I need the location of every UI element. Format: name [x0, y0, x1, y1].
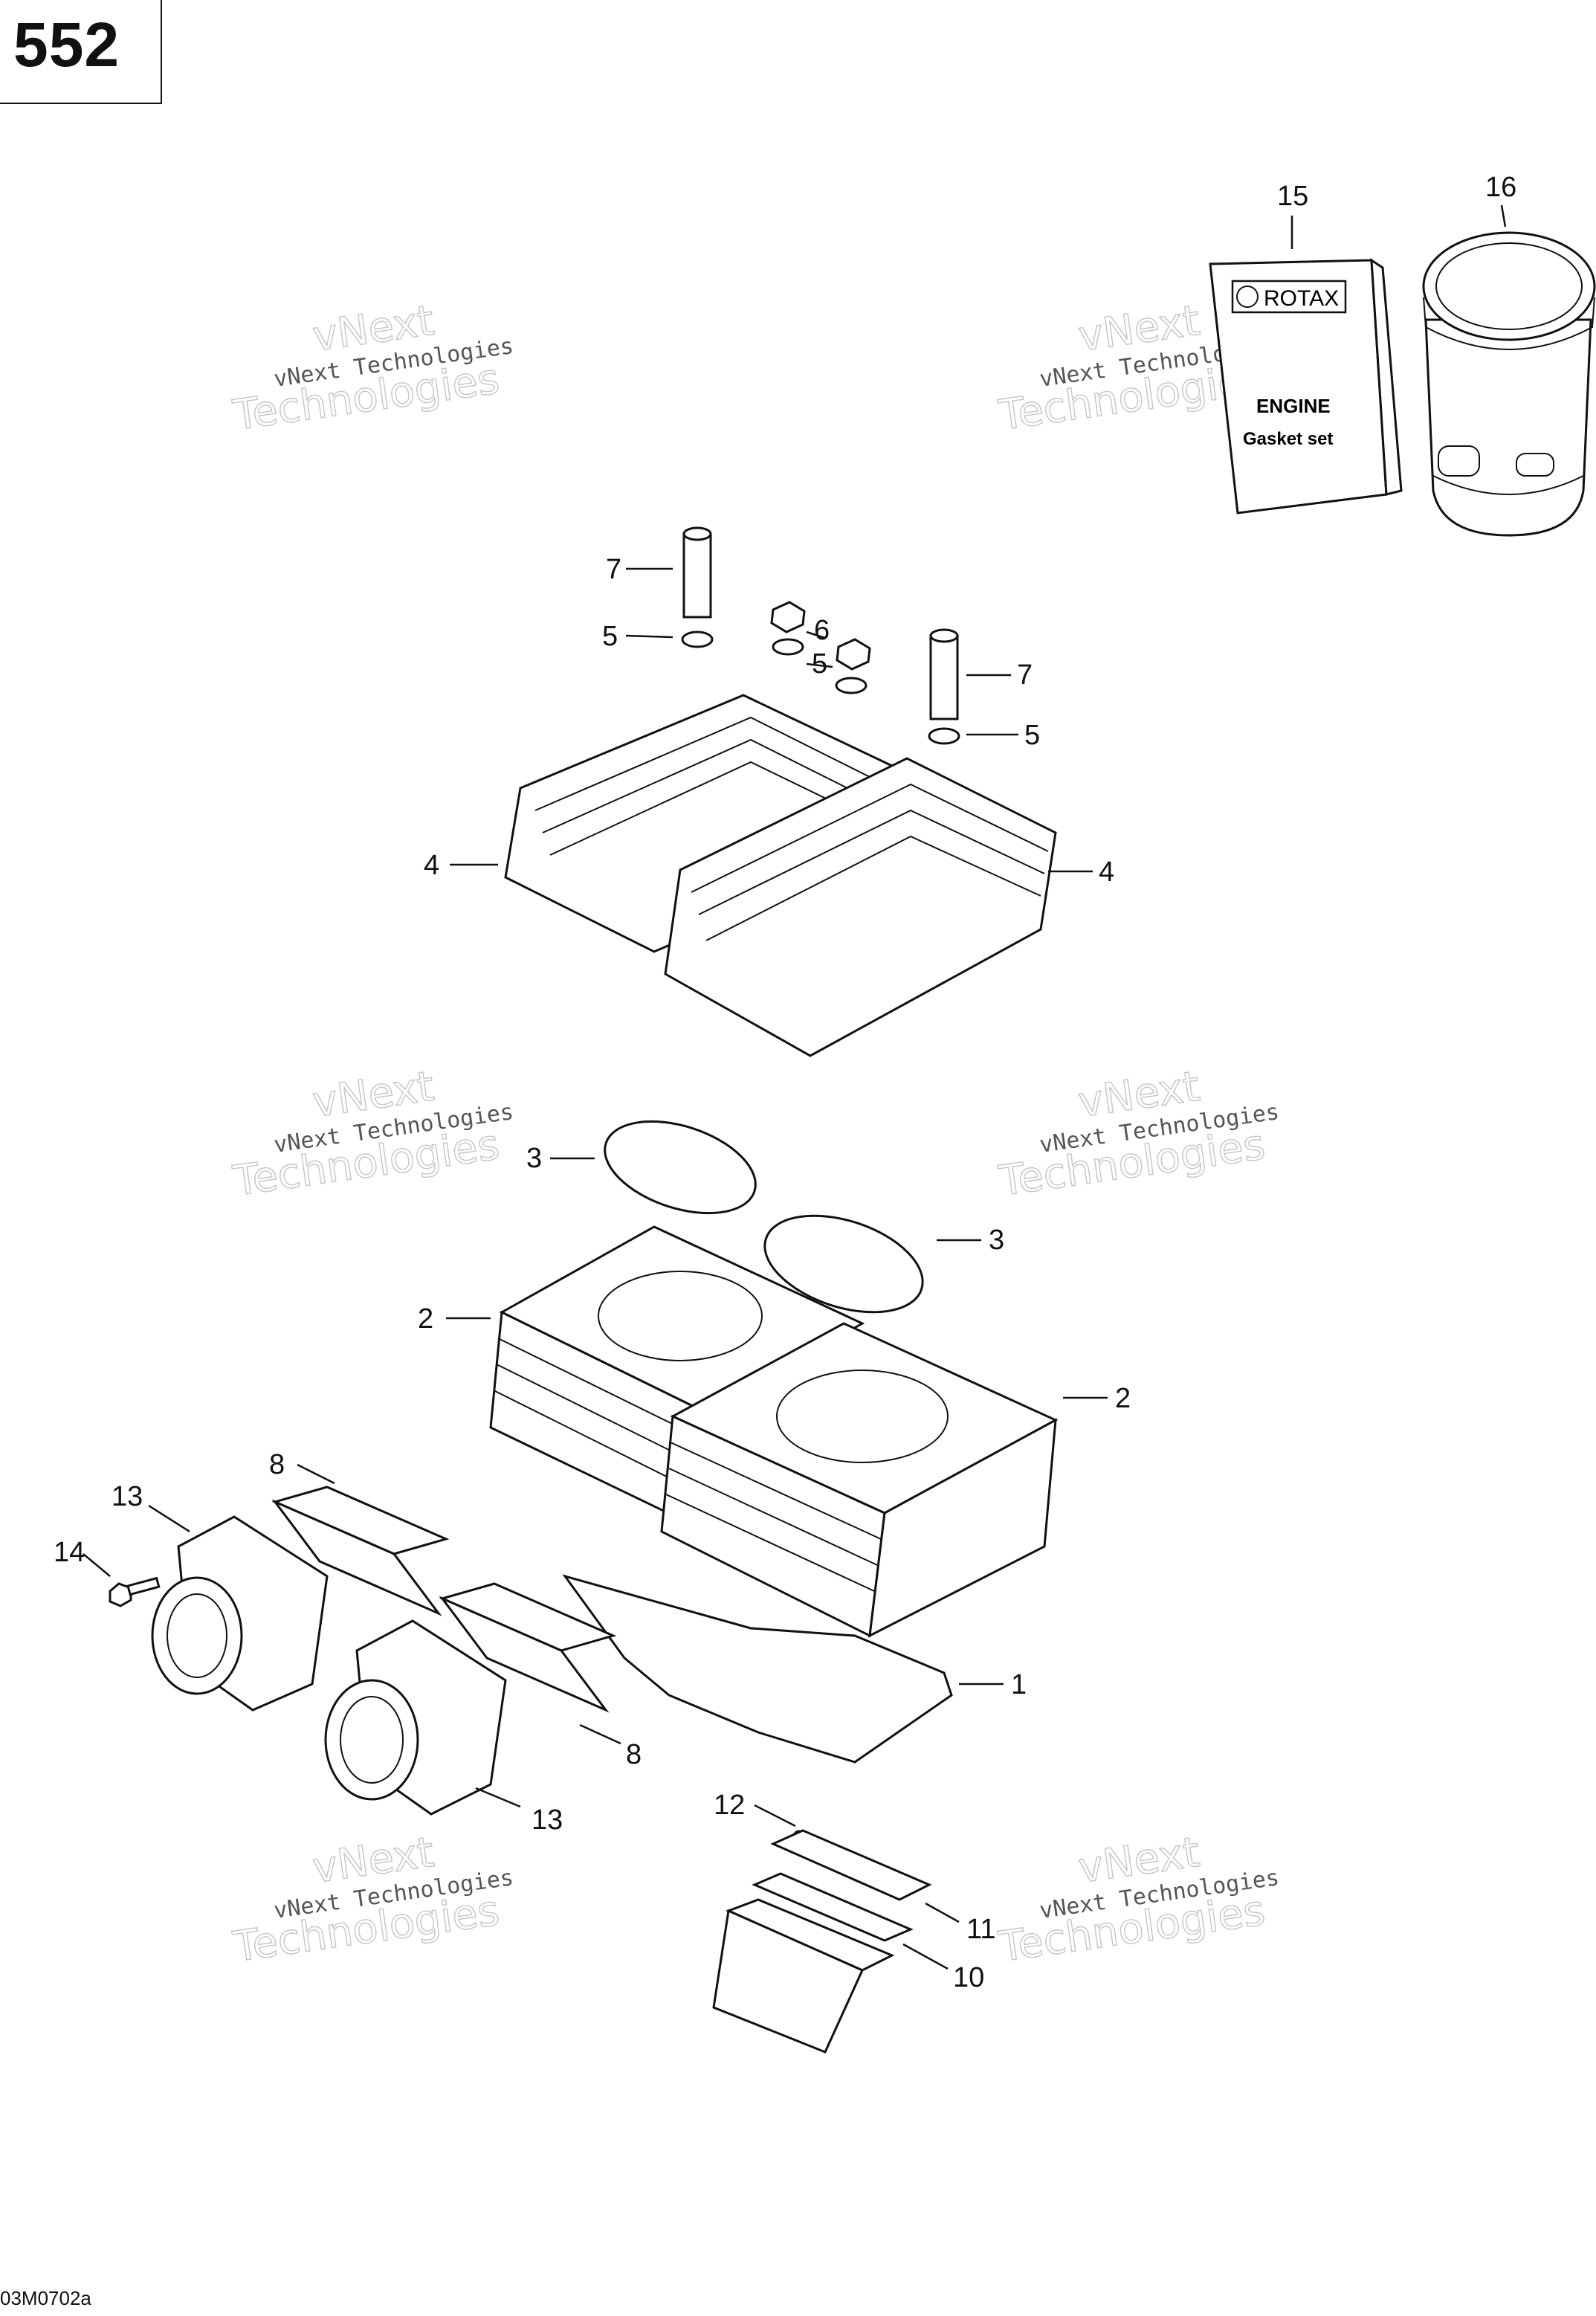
part-11-reed-stop [770, 1829, 932, 1901]
part-10-reed-block [712, 1898, 895, 2054]
callout-14: 14 [54, 1537, 85, 1568]
callout-7: 7 [606, 554, 621, 585]
part-7-stud-right [929, 628, 959, 720]
callout-15: 15 [1277, 181, 1308, 212]
callout-13: 13 [112, 1481, 143, 1512]
callout-13: 13 [532, 1804, 563, 1836]
part-13-intake-manifold-right [324, 1619, 507, 1816]
part-13-intake-manifold-left [151, 1515, 329, 1712]
callout-8: 8 [269, 1449, 285, 1480]
part-11-reed-petal [752, 1872, 914, 1942]
part-7-stud-left [682, 526, 712, 619]
part-15-gasket-set: ROTAX ENGINE Gasket set [1209, 258, 1403, 515]
part-3-o-rings [604, 1120, 924, 1314]
callout-11: 11 [966, 1914, 995, 1945]
callout-12: 12 [714, 1790, 745, 1821]
callout-4: 4 [1099, 857, 1114, 888]
page-number-box: 552 [0, 0, 162, 104]
figure-code: 03M0702a [0, 2287, 91, 2309]
callout-5: 5 [812, 648, 827, 680]
callout-6: 6 [814, 615, 830, 646]
callout-4: 4 [424, 850, 439, 881]
gasket-set-line2: Gasket set [1243, 429, 1333, 449]
part-6-nuts [770, 601, 871, 671]
part-8-reed-block-left [271, 1486, 450, 1616]
part-2-cylinder-right [660, 1322, 1059, 1638]
callout-7: 7 [1017, 659, 1033, 691]
part-16-cylinder-sleeve [1422, 231, 1596, 537]
callout-2: 2 [1115, 1383, 1131, 1414]
part-5-washers [681, 630, 960, 745]
callout-8: 8 [626, 1739, 642, 1770]
callout-3: 3 [989, 1225, 1004, 1256]
gasket-set-line1: ENGINE [1256, 395, 1331, 417]
part-8-reed-block-right [439, 1582, 617, 1713]
callout-5: 5 [602, 621, 618, 652]
part-1-base-gasket [562, 1574, 953, 1764]
callout-labels: 15 16 7 5 6 5 7 5 4 4 3 3 2 2 1 8 8 13 1… [54, 172, 1516, 1993]
leader-lines [83, 204, 1507, 1970]
callout-2: 2 [418, 1303, 433, 1335]
callout-10: 10 [953, 1962, 984, 1993]
part-14-bolt [109, 1576, 161, 1607]
page-number: 552 [13, 10, 120, 80]
gasket-brand-label: ROTAX [1264, 286, 1339, 311]
callout-5: 5 [1024, 720, 1040, 751]
callout-3: 3 [526, 1143, 542, 1174]
callout-16: 16 [1485, 172, 1516, 203]
part-4-cylinder-head-right [664, 757, 1057, 1057]
callout-1: 1 [1011, 1669, 1027, 1700]
